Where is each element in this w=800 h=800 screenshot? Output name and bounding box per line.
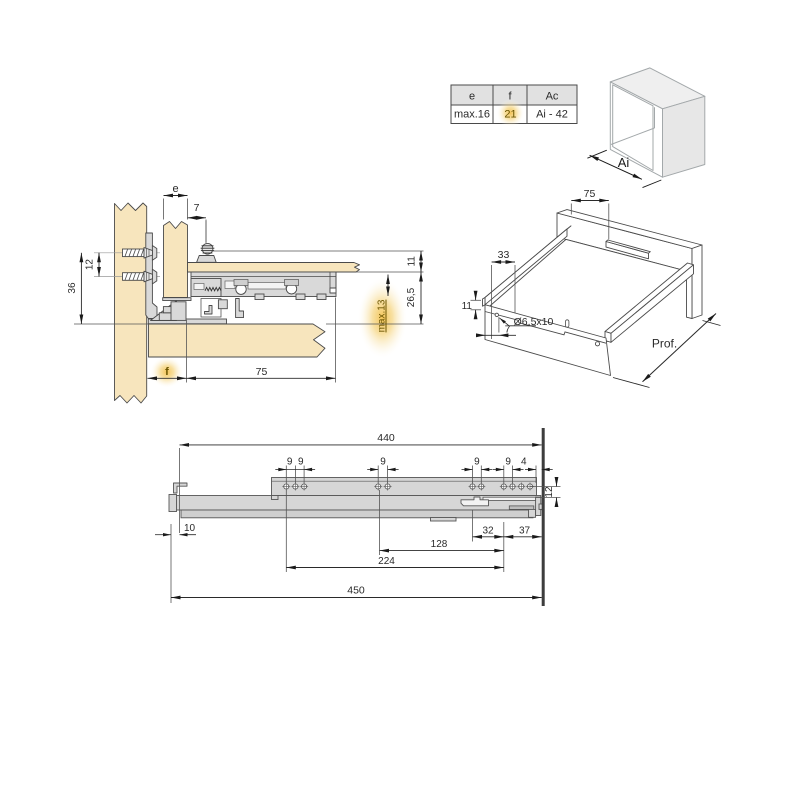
svg-text:e: e	[172, 183, 178, 195]
svg-text:Prof.: Prof.	[652, 337, 677, 351]
svg-text:11: 11	[462, 301, 473, 312]
svg-text:Ac: Ac	[546, 91, 559, 103]
svg-text:75: 75	[584, 188, 596, 200]
svg-text:26,5: 26,5	[406, 287, 417, 307]
svg-text:Ø6,5x10: Ø6,5x10	[514, 316, 554, 328]
svg-text:224: 224	[378, 556, 395, 567]
svg-text:37: 37	[519, 525, 531, 536]
svg-text:f: f	[508, 91, 512, 103]
svg-text:9 9: 9 9	[287, 457, 304, 468]
svg-text:9: 9	[474, 457, 480, 468]
svg-text:12: 12	[85, 259, 96, 271]
svg-text:36: 36	[67, 282, 78, 294]
svg-text:11: 11	[407, 256, 418, 267]
svg-text:7: 7	[505, 324, 511, 336]
svg-text:32: 32	[482, 525, 494, 536]
svg-text:450: 450	[347, 585, 365, 597]
svg-text:12: 12	[544, 486, 555, 498]
svg-text:10: 10	[184, 523, 196, 534]
svg-text:128: 128	[431, 539, 448, 550]
svg-text:max.16: max.16	[454, 109, 490, 121]
svg-text:21: 21	[504, 109, 516, 121]
svg-text:75: 75	[256, 366, 268, 378]
svg-text:440: 440	[377, 432, 395, 444]
svg-text:Ai - 42: Ai - 42	[536, 109, 568, 121]
svg-text:9: 9	[380, 457, 386, 468]
svg-text:9: 9	[505, 457, 511, 468]
svg-text:7: 7	[194, 202, 200, 214]
svg-text:Ai: Ai	[618, 155, 630, 170]
svg-text:4: 4	[521, 457, 527, 468]
svg-text:33: 33	[498, 249, 510, 261]
svg-text:e: e	[469, 91, 475, 103]
svg-text:f: f	[165, 366, 169, 378]
svg-text:max.13: max.13	[377, 299, 388, 332]
